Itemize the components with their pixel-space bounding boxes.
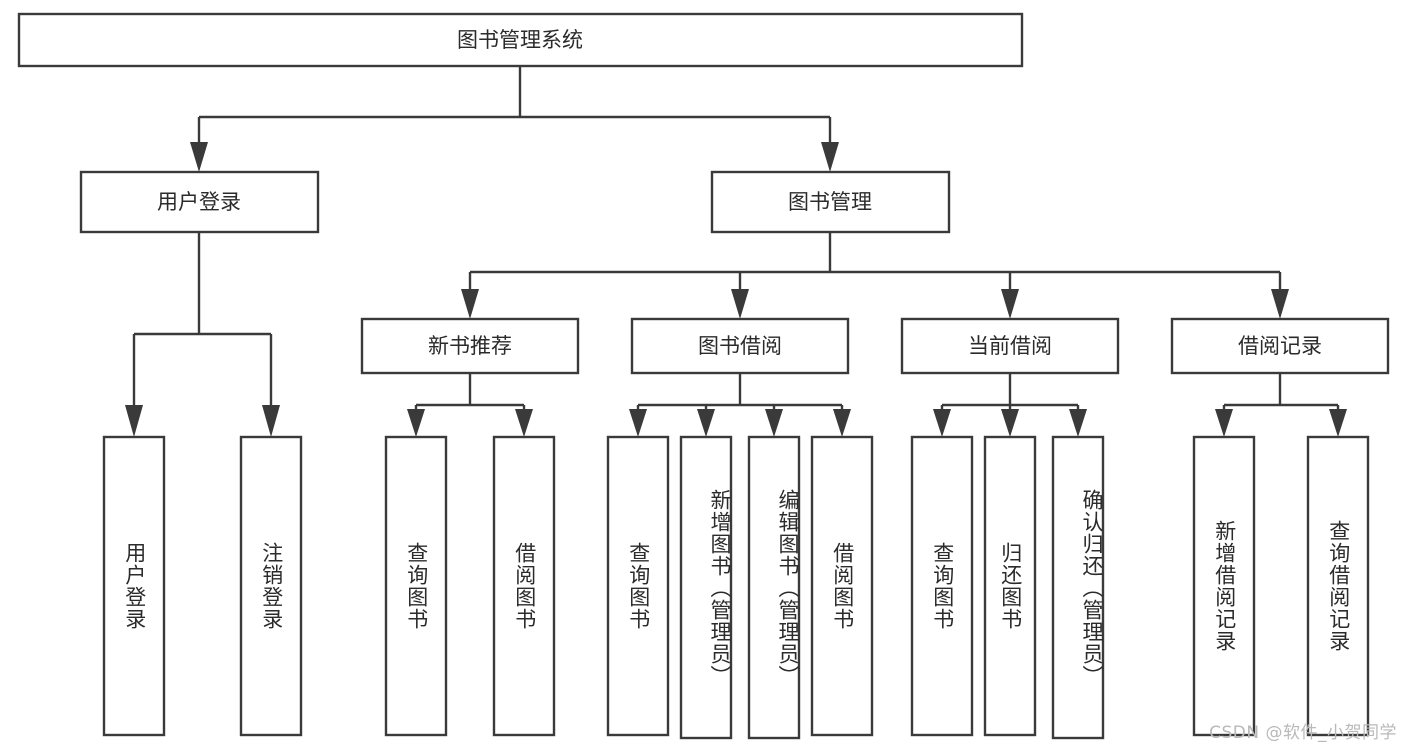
arrowhead-to-book-manage [821,142,839,172]
node-leaf-user-login-box[interactable] [102,435,166,737]
arrowhead-leaf-query-book-3 [933,409,951,437]
node-leaf-logout-login-box[interactable] [239,435,303,737]
connector-book-manage-to-level3 [461,232,1289,319]
arrowhead-leaf-add-record [1215,409,1233,437]
node-leaf-query-record-box[interactable] [1306,435,1370,737]
node-borrow-record-box[interactable] [1170,317,1390,375]
arrowhead-leaf-confirm-return [1069,409,1087,437]
node-leaf-confirm-return-box[interactable] [1051,435,1105,740]
node-book-borrow-label: 图书借阅 [698,334,782,358]
arrowhead-current-borrow [1001,289,1019,319]
node-leaf-query-book-2-box[interactable] [606,435,670,737]
node-current-borrow-box[interactable] [900,317,1120,375]
connector-book-borrow-to-leaves [629,373,851,437]
node-leaf-borrow-book-2-box[interactable] [810,435,874,737]
node-root-box[interactable] [17,12,1024,68]
node-leaf-add-book-box[interactable] [679,435,733,740]
arrowhead-leaf-logout-login [262,405,280,437]
node-root-label: 图书管理系统 [457,28,583,52]
node-leaf-return-book-box[interactable] [983,435,1037,737]
node-book-borrow[interactable]: 图书借阅 [630,317,850,375]
node-root[interactable]: 图书管理系统 [17,12,1024,68]
arrowhead-leaf-borrow-book-2 [833,409,851,437]
arrowhead-borrow-record [1271,289,1289,319]
arrowhead-leaf-edit-book [765,409,783,437]
node-new-book-rec-box[interactable] [360,317,580,375]
node-current-borrow[interactable]: 当前借阅 [900,317,1120,375]
arrowhead-to-user-login [190,142,208,172]
arrowhead-leaf-add-book [697,409,715,437]
connector-root-to-level2 [190,66,839,172]
node-book-manage-label: 图书管理 [788,190,872,214]
node-new-book-rec-label: 新书推荐 [428,334,512,358]
arrowhead-leaf-query-book-1 [407,409,425,437]
connector-user-login-to-leaves [125,232,280,437]
node-user-login-label: 用户登录 [157,190,241,214]
arrowhead-new-book-rec [461,289,479,319]
node-leaf-query-book-3-box[interactable] [910,435,974,737]
arrowhead-leaf-query-book-2 [629,409,647,437]
arrowhead-leaf-user-login [125,405,143,437]
node-borrow-record-label: 借阅记录 [1238,334,1322,358]
node-book-manage[interactable]: 图书管理 [710,170,951,234]
arrowhead-leaf-borrow-book-1 [515,409,533,437]
connector-current-borrow-to-leaves [933,373,1087,437]
node-leaf-add-record-box[interactable] [1192,435,1256,737]
node-new-book-rec[interactable]: 新书推荐 [360,317,580,375]
arrowhead-book-borrow [731,289,749,319]
arrowhead-leaf-return-book [1001,409,1019,437]
node-current-borrow-label: 当前借阅 [968,334,1052,358]
node-book-manage-box[interactable] [710,170,951,234]
node-book-borrow-box[interactable] [630,317,850,375]
node-leaf-borrow-book-1-box[interactable] [492,435,556,737]
node-borrow-record[interactable]: 借阅记录 [1170,317,1390,375]
connector-new-book-rec-to-leaves [407,373,533,437]
csdn-watermark: CSDN @软件_小贺同学 [1209,723,1397,743]
node-leaf-query-book-1-box[interactable] [384,435,448,737]
connector-borrow-record-to-leaves [1215,373,1347,437]
node-leaf-edit-book-box[interactable] [747,435,801,740]
arrowhead-leaf-query-record [1329,409,1347,437]
node-user-login[interactable]: 用户登录 [79,170,320,234]
